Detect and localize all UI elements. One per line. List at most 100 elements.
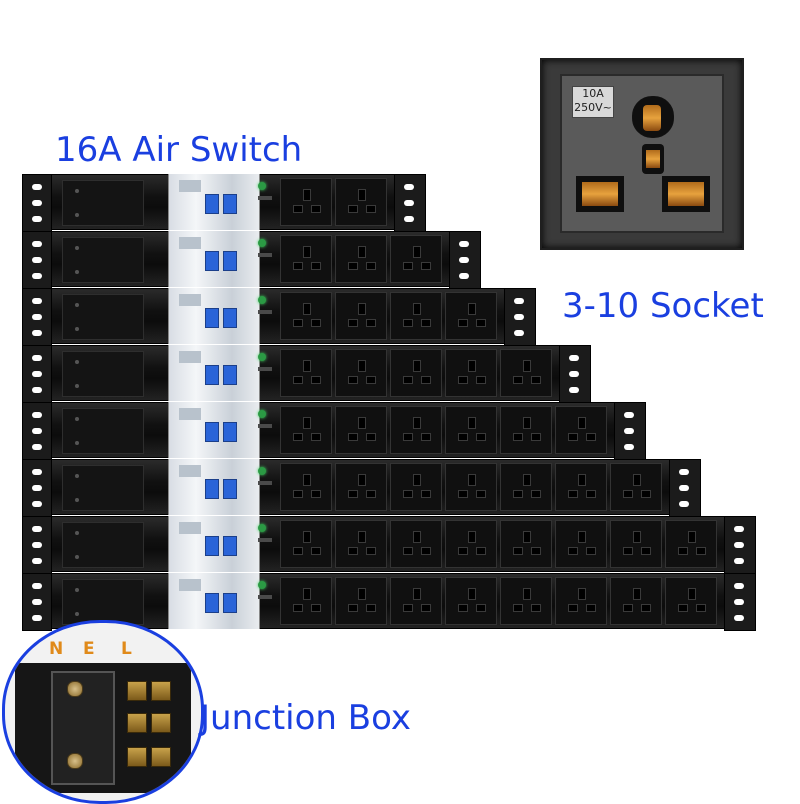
socket-pin-right bbox=[662, 176, 710, 212]
screw-icon bbox=[67, 753, 83, 769]
terminal-bracket bbox=[51, 671, 115, 785]
universal-socket bbox=[555, 463, 607, 511]
mounting-ear-right bbox=[669, 459, 701, 517]
air-switch-breaker bbox=[168, 231, 260, 287]
universal-socket bbox=[390, 463, 442, 511]
blank-panel bbox=[62, 408, 144, 454]
universal-socket bbox=[390, 406, 442, 454]
mounting-ear-right bbox=[724, 573, 756, 631]
universal-socket bbox=[500, 463, 552, 511]
breaker-toggle bbox=[205, 251, 219, 271]
universal-socket bbox=[335, 349, 387, 397]
universal-socket bbox=[280, 292, 332, 340]
pdu-strip-3-socket bbox=[22, 231, 481, 289]
breaker-toggle bbox=[223, 251, 237, 271]
junction-box-label: Junction Box bbox=[200, 698, 411, 738]
universal-socket bbox=[390, 349, 442, 397]
universal-socket bbox=[280, 406, 332, 454]
universal-socket bbox=[280, 520, 332, 568]
power-indicator-led bbox=[258, 296, 266, 304]
mounting-ear-left bbox=[22, 345, 52, 403]
terminal-label-l: L bbox=[121, 639, 132, 659]
pdu-strip-4-socket bbox=[22, 288, 536, 346]
universal-socket bbox=[335, 235, 387, 283]
junction-box-closeup: N E L bbox=[2, 620, 204, 804]
mounting-ear-right bbox=[724, 516, 756, 574]
universal-socket bbox=[665, 577, 717, 625]
blank-panel bbox=[62, 351, 144, 397]
blank-panel bbox=[62, 579, 144, 625]
air-switch-breaker bbox=[168, 516, 260, 572]
universal-socket bbox=[280, 178, 332, 226]
air-switch-label: 16A Air Switch bbox=[55, 130, 303, 170]
socket-range-label: 3-10 Socket bbox=[562, 286, 764, 326]
blank-panel bbox=[62, 522, 144, 568]
blank-panel bbox=[62, 237, 144, 283]
universal-socket bbox=[445, 577, 497, 625]
power-indicator-led bbox=[258, 524, 266, 532]
junction-box-interior bbox=[15, 663, 191, 793]
terminal-l6 bbox=[151, 747, 171, 767]
universal-socket bbox=[280, 463, 332, 511]
blank-panel bbox=[62, 180, 144, 226]
universal-socket bbox=[335, 178, 387, 226]
screw-icon bbox=[67, 681, 83, 697]
universal-socket bbox=[555, 520, 607, 568]
breaker-toggle bbox=[205, 593, 219, 613]
universal-socket bbox=[335, 406, 387, 454]
breaker-toggle bbox=[223, 365, 237, 385]
socket-pin-middle bbox=[642, 144, 664, 174]
air-switch-breaker bbox=[168, 288, 260, 344]
air-switch-breaker bbox=[168, 402, 260, 458]
pdu-strip-2-socket bbox=[22, 174, 426, 232]
breaker-toggle bbox=[223, 308, 237, 328]
breaker-toggle bbox=[205, 422, 219, 442]
power-indicator-led bbox=[258, 467, 266, 475]
universal-socket bbox=[335, 463, 387, 511]
mounting-ear-left bbox=[22, 402, 52, 460]
socket-face: 10A 250V~ bbox=[560, 74, 724, 233]
universal-socket bbox=[500, 577, 552, 625]
breaker-toggle bbox=[223, 479, 237, 499]
universal-socket bbox=[390, 577, 442, 625]
universal-socket bbox=[390, 520, 442, 568]
socket-pin-top bbox=[632, 96, 674, 138]
mounting-ear-left bbox=[22, 231, 52, 289]
universal-socket bbox=[390, 235, 442, 283]
universal-socket bbox=[665, 520, 717, 568]
breaker-toggle bbox=[223, 194, 237, 214]
breaker-toggle bbox=[223, 536, 237, 556]
universal-socket bbox=[555, 577, 607, 625]
breaker-toggle bbox=[205, 365, 219, 385]
universal-socket bbox=[610, 520, 662, 568]
pdu-strip-7-socket bbox=[22, 459, 701, 517]
mounting-ear-left bbox=[22, 288, 52, 346]
socket-closeup: 10A 250V~ bbox=[540, 58, 744, 250]
socket-rating-plate: 10A 250V~ bbox=[572, 86, 614, 118]
universal-socket bbox=[280, 577, 332, 625]
universal-socket bbox=[335, 577, 387, 625]
terminal-l2 bbox=[151, 681, 171, 701]
universal-socket bbox=[610, 463, 662, 511]
power-indicator-led bbox=[258, 239, 266, 247]
universal-socket bbox=[445, 349, 497, 397]
mounting-ear-left bbox=[22, 516, 52, 574]
power-indicator-led bbox=[258, 581, 266, 589]
power-indicator-led bbox=[258, 410, 266, 418]
blank-panel bbox=[62, 294, 144, 340]
universal-socket bbox=[500, 349, 552, 397]
air-switch-breaker bbox=[168, 459, 260, 515]
rating-volts: 250V~ bbox=[574, 101, 612, 114]
universal-socket bbox=[335, 520, 387, 568]
air-switch-breaker bbox=[168, 174, 260, 230]
terminal-l4 bbox=[151, 713, 171, 733]
universal-socket bbox=[280, 349, 332, 397]
mounting-ear-right bbox=[614, 402, 646, 460]
universal-socket bbox=[390, 292, 442, 340]
power-indicator-led bbox=[258, 353, 266, 361]
mounting-ear-right bbox=[394, 174, 426, 232]
universal-socket bbox=[335, 292, 387, 340]
pdu-strip-5-socket bbox=[22, 345, 591, 403]
universal-socket bbox=[445, 406, 497, 454]
universal-socket bbox=[500, 406, 552, 454]
